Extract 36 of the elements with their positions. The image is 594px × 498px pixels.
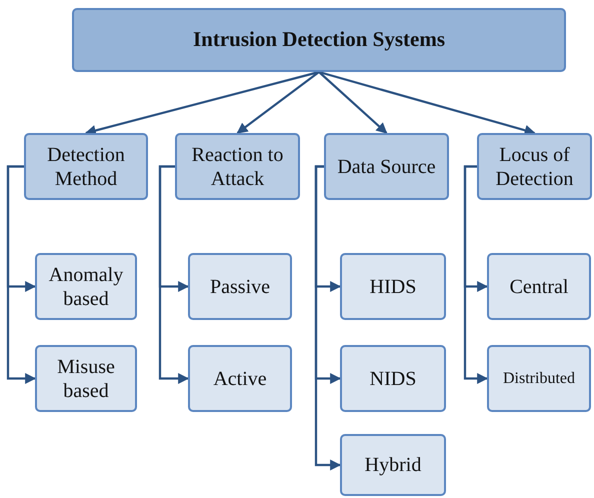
arrow	[464, 165, 488, 384]
category-box	[175, 133, 300, 200]
node-label: Reaction to Attack	[190, 142, 284, 190]
node-label: Active	[213, 366, 267, 390]
category-box	[324, 133, 449, 200]
category-box	[35, 345, 137, 412]
arrow	[236, 71, 320, 134]
arrow	[318, 71, 388, 134]
arrow	[158, 165, 190, 384]
node-label: Data Source	[337, 154, 436, 178]
category-box	[188, 345, 292, 412]
node-label: Anomaly based	[48, 262, 124, 310]
category-box	[340, 253, 446, 320]
node-label: Misuse based	[56, 354, 116, 402]
title-box	[72, 8, 566, 72]
category-box	[188, 253, 292, 320]
arrow	[314, 165, 342, 470]
node-label: HIDS	[370, 274, 416, 298]
node-label: Central	[510, 274, 568, 298]
arrow	[318, 70, 536, 136]
category-box	[340, 434, 446, 496]
node-label: NIDS	[370, 366, 416, 390]
category-box	[487, 253, 591, 320]
node-label: Hybrid	[364, 453, 422, 477]
category-box	[35, 253, 137, 320]
category-box	[340, 345, 446, 412]
node-label: Locus of Detection	[494, 142, 574, 190]
arrow	[6, 165, 36, 384]
node-label: Passive	[210, 274, 270, 298]
node-label: Distributed	[503, 368, 575, 388]
category-box	[477, 133, 592, 200]
category-box	[487, 345, 591, 412]
node-label: Intrusion Detection Systems	[193, 27, 445, 53]
arrow	[84, 70, 320, 136]
node-label: Detection Method	[46, 142, 126, 190]
category-box	[24, 133, 148, 200]
